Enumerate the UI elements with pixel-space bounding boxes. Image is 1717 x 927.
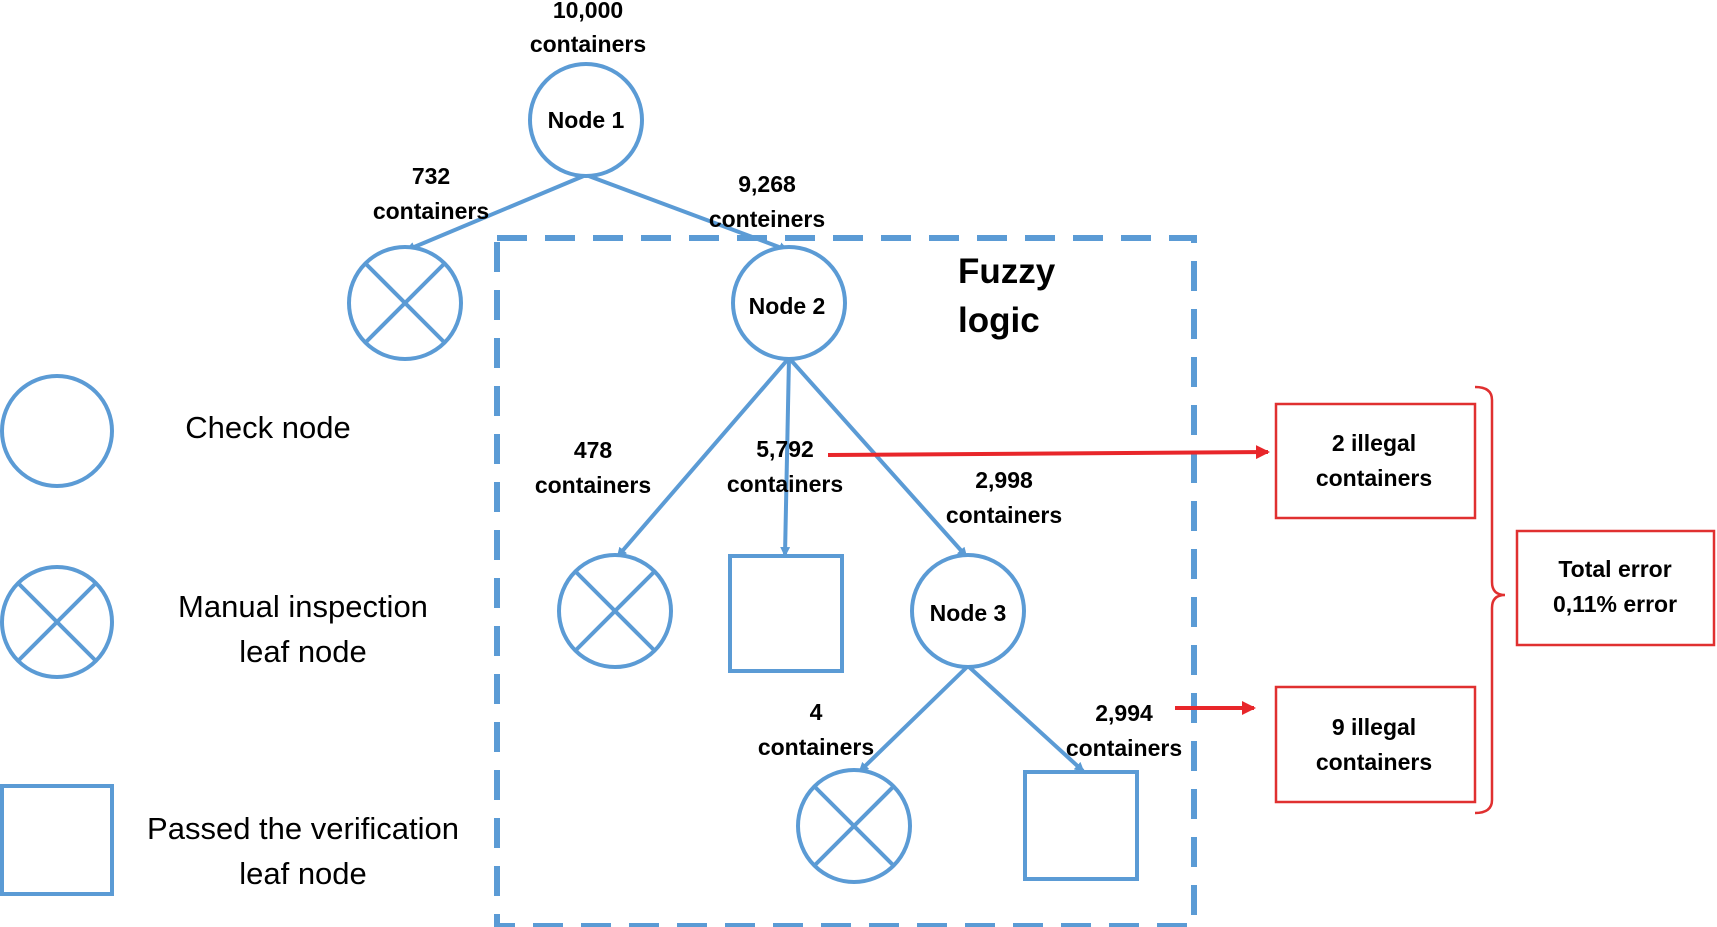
edge-node1-leaf732 bbox=[405, 173, 587, 252]
total-error-line1: Total error bbox=[1558, 556, 1671, 582]
node1-label: Node 1 bbox=[548, 107, 625, 133]
tree-nodes bbox=[347, 62, 1139, 884]
count-9268-top: 9,268 bbox=[738, 171, 796, 197]
error-arrow-5792 bbox=[827, 445, 1270, 460]
count-2994-bottom: containers bbox=[1066, 735, 1182, 761]
fuzzy-logic-label-line1: Fuzzy bbox=[958, 252, 1056, 291]
legend-check-node-label: Check node bbox=[185, 410, 350, 445]
count-9268-bottom: conteiners bbox=[709, 206, 825, 232]
illegal-box-2-line1: 2 illegal bbox=[1332, 430, 1416, 456]
node1-circle bbox=[528, 62, 644, 178]
count-4-bottom: containers bbox=[758, 734, 874, 760]
illegal-box-2-line2: containers bbox=[1316, 465, 1432, 491]
manual-leaf-732 bbox=[347, 245, 463, 361]
node2-circle bbox=[731, 245, 847, 361]
count-732-bottom: containers bbox=[373, 198, 489, 224]
edge-node3-leaf2994 bbox=[966, 664, 1085, 773]
legend-passed-label-line2: leaf node bbox=[239, 856, 367, 891]
count-478-top: 478 bbox=[574, 437, 613, 463]
count-root-bottom: containers bbox=[530, 31, 646, 57]
legend-manual-leaf-icon bbox=[0, 565, 114, 679]
error-brace bbox=[1474, 385, 1506, 815]
edge-node1-node2 bbox=[585, 173, 789, 252]
legend-passed-label-line1: Passed the verification bbox=[147, 811, 459, 846]
legend-manual-label-line1: Manual inspection bbox=[178, 589, 428, 624]
node3-label: Node 3 bbox=[930, 600, 1007, 626]
count-2998-top: 2,998 bbox=[975, 467, 1033, 493]
total-error-box bbox=[1515, 529, 1716, 647]
illegal-box-9-line2: containers bbox=[1316, 749, 1432, 775]
count-5792-bottom: containers bbox=[727, 471, 843, 497]
legend bbox=[0, 374, 114, 896]
illegal-box-2 bbox=[1274, 402, 1477, 520]
legend-manual-label-line2: leaf node bbox=[239, 634, 367, 669]
fuzzy-logic-label-line2: logic bbox=[958, 301, 1040, 340]
edge-node2-leaf478 bbox=[616, 356, 791, 558]
passed-leaf-5792 bbox=[728, 554, 844, 673]
count-478-bottom: containers bbox=[535, 472, 651, 498]
count-2994-top: 2,994 bbox=[1095, 700, 1153, 726]
count-5792-top: 5,792 bbox=[756, 436, 814, 462]
fuzzy-logic-region bbox=[494, 235, 1197, 927]
legend-passed-leaf-icon bbox=[0, 784, 114, 896]
edge-node2-node3 bbox=[787, 356, 968, 558]
manual-leaf-478 bbox=[557, 553, 673, 669]
edge-node2-leaf5792 bbox=[780, 357, 791, 557]
total-error-line2: 0,11% error bbox=[1553, 591, 1677, 617]
tree-edges bbox=[405, 173, 1085, 773]
manual-leaf-4 bbox=[796, 768, 912, 884]
node3-circle bbox=[910, 553, 1026, 669]
node2-label: Node 2 bbox=[749, 293, 826, 319]
count-2998-bottom: containers bbox=[946, 502, 1062, 528]
legend-check-node-icon bbox=[0, 374, 114, 488]
count-root-top: 10,000 bbox=[553, 0, 623, 23]
illegal-box-9 bbox=[1274, 685, 1477, 804]
edge-node3-leaf4 bbox=[858, 664, 970, 773]
count-732-top: 732 bbox=[412, 163, 450, 189]
illegal-box-9-line1: 9 illegal bbox=[1332, 714, 1416, 740]
count-4-top: 4 bbox=[810, 699, 823, 725]
passed-leaf-2994 bbox=[1023, 770, 1139, 881]
